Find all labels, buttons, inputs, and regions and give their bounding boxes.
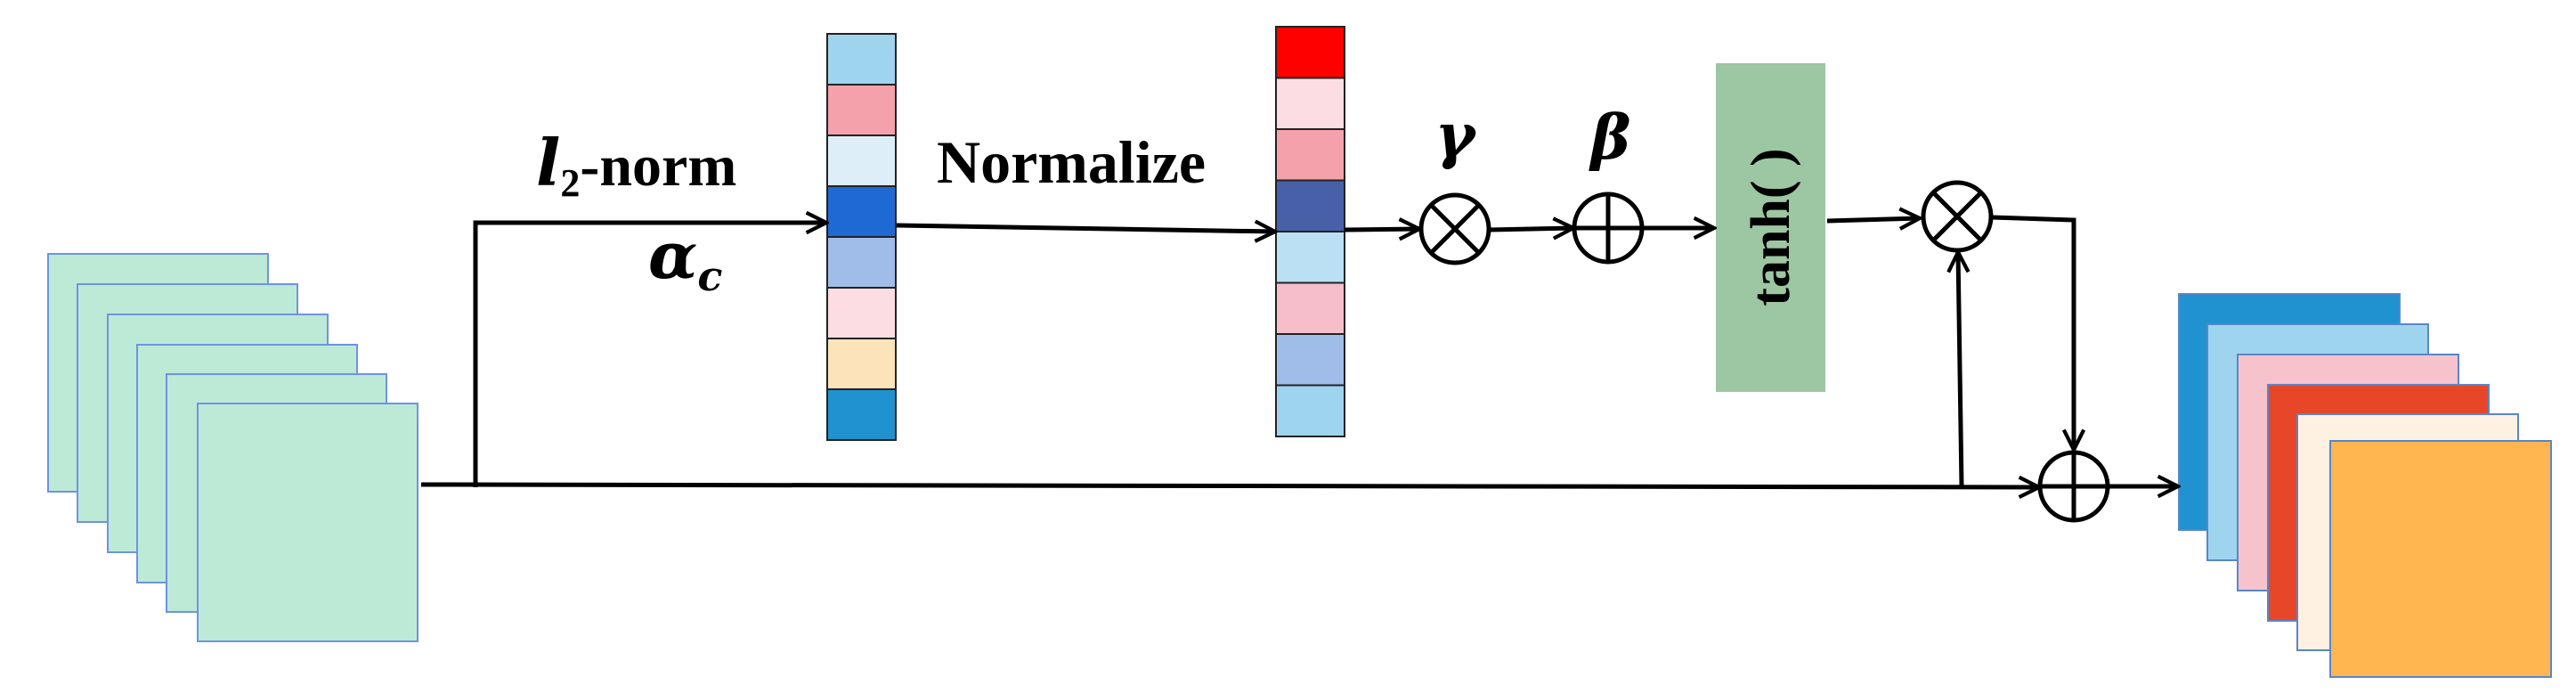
residual-add-op xyxy=(2037,450,2110,523)
normalized-vector xyxy=(1275,26,1345,437)
input-feature-maps xyxy=(47,253,418,642)
alpha-vector-cell xyxy=(826,338,897,390)
alpha-vector-cell xyxy=(826,84,897,136)
gamma-to-beta-line xyxy=(1489,228,1573,230)
normalized-vector-cell xyxy=(1275,26,1345,79)
flow-lines xyxy=(420,215,2178,487)
output-feature-maps xyxy=(2178,293,2552,678)
l2norm-rest: -norm xyxy=(580,134,736,199)
normalized-vector-cell xyxy=(1275,333,1345,387)
residual-to-multiply-line xyxy=(1958,252,1962,487)
alpha-vector-cell xyxy=(826,287,897,339)
gamma-multiply-op xyxy=(1418,192,1491,265)
alpha-vector-cell xyxy=(826,236,897,289)
beta-label: β xyxy=(1588,102,1630,174)
alpha-subscript: c xyxy=(697,252,722,300)
alpha-vector-cell xyxy=(826,135,897,187)
normalize-label: Normalize xyxy=(937,128,1206,196)
tanh-label: tanh( ) xyxy=(1741,148,1801,306)
output-feature-map xyxy=(2329,440,2552,678)
gate-multiply-op xyxy=(1921,180,1994,253)
normalized-vector-cell xyxy=(1275,384,1345,437)
multiply-to-add-line xyxy=(1991,215,2074,450)
gamma-label: γ xyxy=(1435,101,1478,172)
tanh-block xyxy=(1716,63,1825,392)
alpha-base: α xyxy=(648,217,697,293)
normalized-vector-cell xyxy=(1275,128,1345,182)
input-feature-map xyxy=(197,403,418,642)
normalized-vector-cell xyxy=(1275,281,1345,335)
l2norm-base: l xyxy=(536,125,560,200)
l2norm-label: l2-norm xyxy=(536,125,736,205)
alpha-vector-cell xyxy=(826,33,897,86)
alpha-vector-cell xyxy=(826,388,897,441)
normalized-vector-cell xyxy=(1275,77,1345,130)
normalize-to-gamma-line xyxy=(1344,229,1419,230)
alpha-to-normalize-line xyxy=(896,225,1275,232)
alpha-c-label: αc xyxy=(648,217,722,300)
branch-to-l2norm xyxy=(473,223,826,487)
l2norm-subscript: 2 xyxy=(560,161,580,205)
residual-line xyxy=(420,485,2039,487)
normalized-vector-cell xyxy=(1275,231,1345,284)
tanh-to-multiply-line xyxy=(1826,218,1920,221)
alpha-vector xyxy=(826,33,897,441)
normalized-vector-cell xyxy=(1275,179,1345,232)
beta-add-op xyxy=(1572,192,1645,265)
alpha-vector-cell xyxy=(826,185,897,238)
